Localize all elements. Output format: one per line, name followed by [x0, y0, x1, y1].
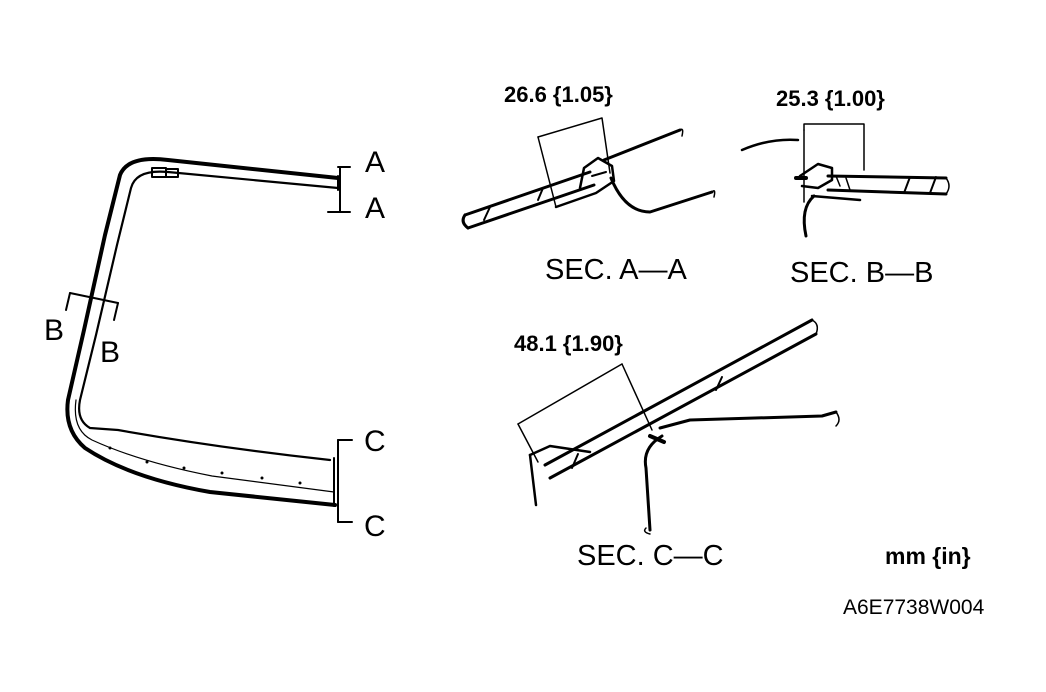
cut-label-c-top: C [364, 425, 386, 458]
cut-marker-c [337, 439, 353, 523]
dot-pattern [108, 446, 302, 485]
section-aa-drawing [461, 117, 716, 230]
cut-label-b-right: B [100, 336, 121, 369]
figure-code: A6E7738W004 [843, 596, 985, 619]
section-title-aa: SEC. A—A [545, 254, 687, 286]
section-title-cc: SEC. C—C [577, 540, 724, 572]
cut-label-b-left: B [44, 314, 65, 347]
cut-label-a-bottom: A [365, 192, 386, 225]
section-bb-drawing [740, 123, 950, 238]
dimension-cc: 48.1 {1.90} [514, 331, 623, 356]
section-title-bb: SEC. B—B [790, 257, 934, 289]
section-cc-drawing [517, 318, 840, 535]
units-label: mm {in} [885, 543, 971, 569]
cut-marker-b [65, 292, 119, 321]
dimension-bb: 25.3 {1.00} [776, 86, 885, 111]
dimension-aa: 26.6 {1.05} [504, 82, 613, 107]
cut-marker-a [327, 166, 351, 213]
cut-label-a-top: A [365, 146, 386, 179]
cut-label-c-bottom: C [364, 510, 386, 543]
windshield-outline [65, 157, 340, 507]
